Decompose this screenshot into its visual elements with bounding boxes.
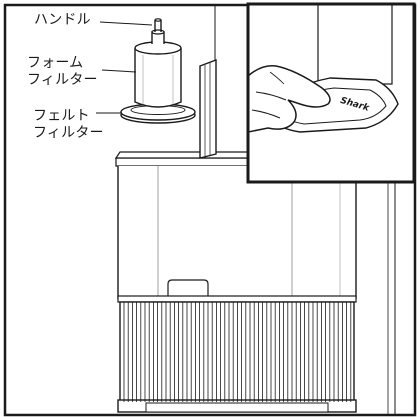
label-felt-line2: フィルター: [33, 125, 104, 141]
grille-top-band: [117, 295, 357, 303]
leader-handle: [99, 21, 153, 26]
grille-slats: [123, 302, 352, 402]
filter-panel: [199, 58, 217, 159]
label-handle: ハンドル: [34, 12, 91, 29]
label-foam-line2: フィルター: [27, 72, 98, 88]
label-felt-filter: フェルト フィルター: [33, 108, 104, 142]
inset-hand: [248, 64, 331, 133]
foam-filter: [134, 41, 182, 108]
felt-filter: [120, 103, 196, 124]
label-foam-filter: フォーム フィルター: [27, 55, 98, 89]
filter-handle: [151, 18, 165, 44]
label-handle-text: ハンドル: [34, 12, 91, 28]
inset-panel-border: [246, 2, 416, 184]
label-foam-line1: フォーム: [27, 55, 84, 71]
purifier-housing: [117, 166, 357, 299]
inset-drawing: Shark: [248, 4, 399, 133]
label-felt-line1: フェルト: [33, 108, 90, 124]
leader-foam: [101, 69, 137, 73]
front-notch: [167, 279, 209, 298]
outer-frame: [3, 3, 417, 417]
purifier-body: [114, 151, 358, 413]
